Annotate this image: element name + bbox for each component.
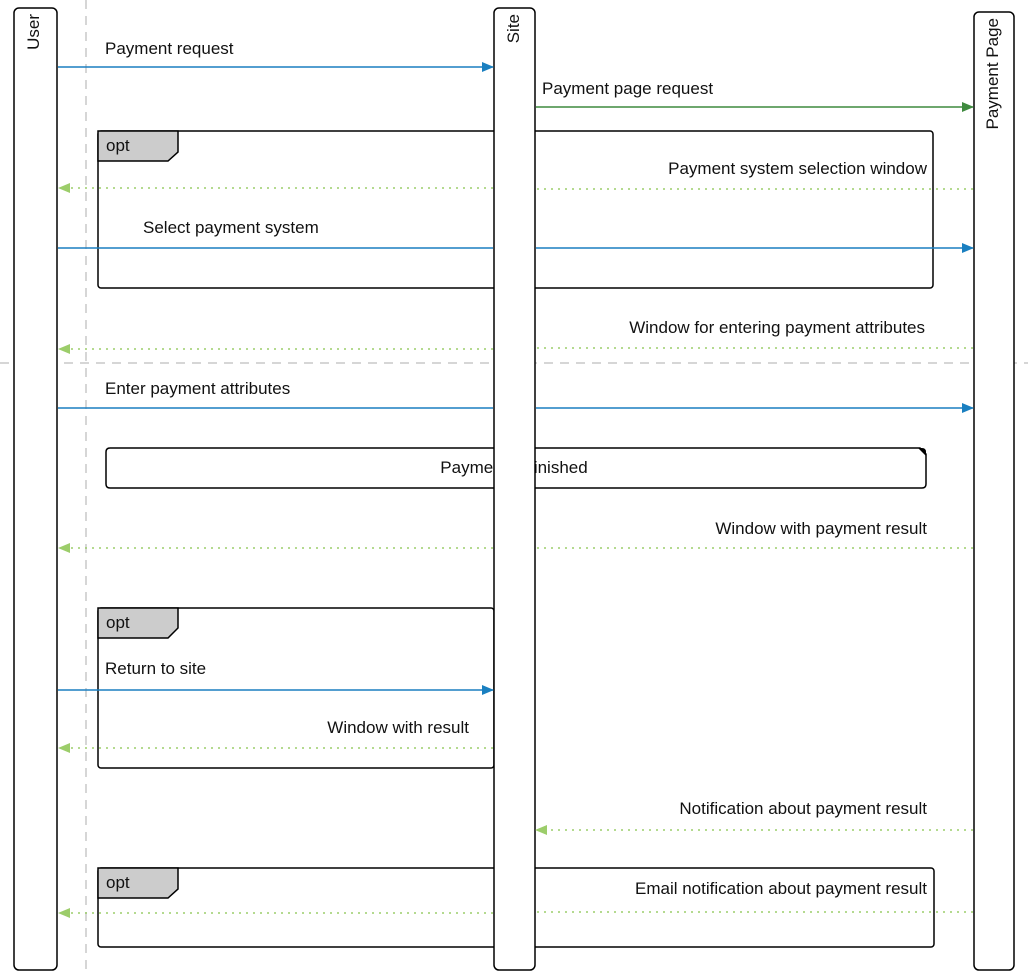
label-select-payment-system: Select payment system xyxy=(143,218,319,237)
lifeline-payment-page-label: Payment Page xyxy=(983,18,1002,130)
label-payment-request: Payment request xyxy=(105,39,234,58)
lifeline-payment-page: Payment Page xyxy=(973,11,1015,971)
label-payment-page-request: Payment page request xyxy=(542,79,713,98)
lifeline-site-label: Site xyxy=(504,14,523,43)
label-attributes-window: Window for entering payment attributes xyxy=(629,318,925,337)
label-window-with-result: Window with result xyxy=(327,718,469,737)
lifeline-user-label: User xyxy=(24,14,43,50)
opt-frame-3-label: opt xyxy=(106,873,130,892)
label-enter-attributes: Enter payment attributes xyxy=(105,379,290,398)
label-email-notification: Email notification about payment result xyxy=(635,879,927,898)
lifeline-user: User xyxy=(13,7,58,971)
label-notification-payment-result: Notification about payment result xyxy=(679,799,927,818)
lifeline-site: Site xyxy=(493,7,536,971)
opt-frame-2-label: opt xyxy=(106,613,130,632)
label-payment-result-window: Window with payment result xyxy=(715,519,927,538)
opt-frame-3: opt xyxy=(97,867,935,948)
opt-frame-1-label: opt xyxy=(106,136,130,155)
opt-frame-2: opt xyxy=(97,607,495,769)
label-selection-window: Payment system selection window xyxy=(668,159,928,178)
label-return-to-site: Return to site xyxy=(105,659,206,678)
